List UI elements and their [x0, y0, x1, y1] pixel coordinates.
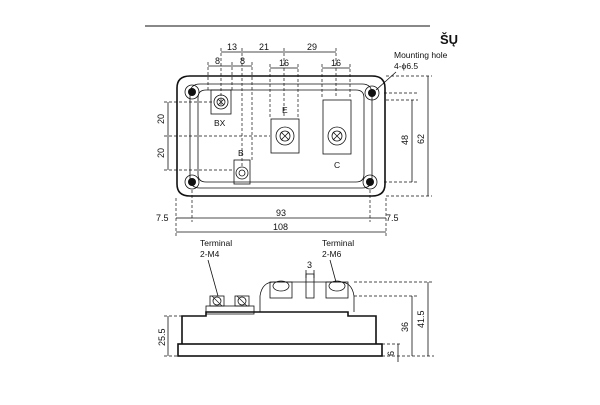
terminal-m6-right	[325, 280, 349, 299]
terminal-boss-m4	[205, 305, 255, 315]
dim-3: 3	[307, 260, 312, 270]
terminal-b-label: B	[238, 148, 244, 158]
terminal-bx-label: BX	[214, 118, 226, 128]
dim-right-62: 62	[416, 134, 426, 144]
side-view: 3 Terminal 2-M4 Terminal 2-M6 25.5 36 41…	[157, 238, 434, 362]
base-plate	[177, 343, 383, 357]
dim-21: 21	[259, 42, 269, 52]
top-view: BX B E C	[156, 42, 448, 236]
dim-13: 13	[227, 42, 237, 52]
dim-29: 29	[307, 42, 317, 52]
dim-left-20-b: 20	[156, 148, 166, 158]
dim-bottom-93: 93	[276, 208, 286, 218]
mounting-hole-top-right	[364, 85, 380, 101]
body-outline	[176, 75, 386, 197]
cover-top	[259, 281, 355, 312]
mounting-hole-bottom-left	[184, 174, 200, 190]
cover-outline	[189, 83, 373, 189]
dim-41-5: 41.5	[416, 310, 426, 328]
dim-right-48: 48	[400, 135, 410, 145]
mounting-hole-top-left	[184, 84, 200, 100]
dim-6: 6	[386, 351, 396, 356]
terminal-m4-left	[209, 295, 225, 307]
dim-bottom-7-5-right: 7.5	[386, 213, 399, 223]
case-body	[181, 311, 377, 344]
dim-8-a: 8	[215, 56, 220, 66]
dim-8-b: 8	[240, 56, 245, 66]
terminal-m6-left	[269, 280, 293, 299]
terminal-c	[322, 99, 352, 155]
dim-16-a: 16	[279, 58, 289, 68]
terminal-c-label: C	[334, 160, 340, 170]
right-dimension-lines	[384, 75, 432, 197]
left-dimension-lines	[164, 101, 270, 171]
mounting-hole-leader	[375, 71, 397, 91]
terminal-m6-leader	[329, 259, 337, 283]
dim-36: 36	[400, 322, 410, 332]
dim-bottom-7-5-left: 7.5	[156, 213, 169, 223]
dim-bottom-108: 108	[273, 222, 288, 232]
dim-left-20-a: 20	[156, 114, 166, 124]
mounting-hole-label: Mounting hole	[394, 50, 448, 60]
terminal-m4-leader	[207, 259, 219, 297]
terminal-m4-size: 2-M4	[200, 249, 220, 259]
dim-16-b: 16	[331, 58, 341, 68]
terminal-m4-right	[234, 295, 250, 307]
terminal-e	[270, 118, 300, 154]
mounting-hole-bottom-right	[362, 174, 378, 190]
dim-25-5: 25.5	[157, 328, 167, 346]
terminal-m4-label: Terminal	[200, 238, 232, 248]
terminal-m6-label: Terminal	[322, 238, 354, 248]
center-tab	[305, 273, 315, 299]
terminal-e-label: E	[282, 105, 288, 115]
terminal-m6-size: 2-M6	[322, 249, 342, 259]
top-dimension-lines	[207, 48, 351, 168]
mounting-hole-size: 4-ϕ6.5	[394, 61, 418, 71]
header-code: ŠŲ	[440, 32, 458, 47]
bottom-dimension-lines	[175, 190, 387, 236]
